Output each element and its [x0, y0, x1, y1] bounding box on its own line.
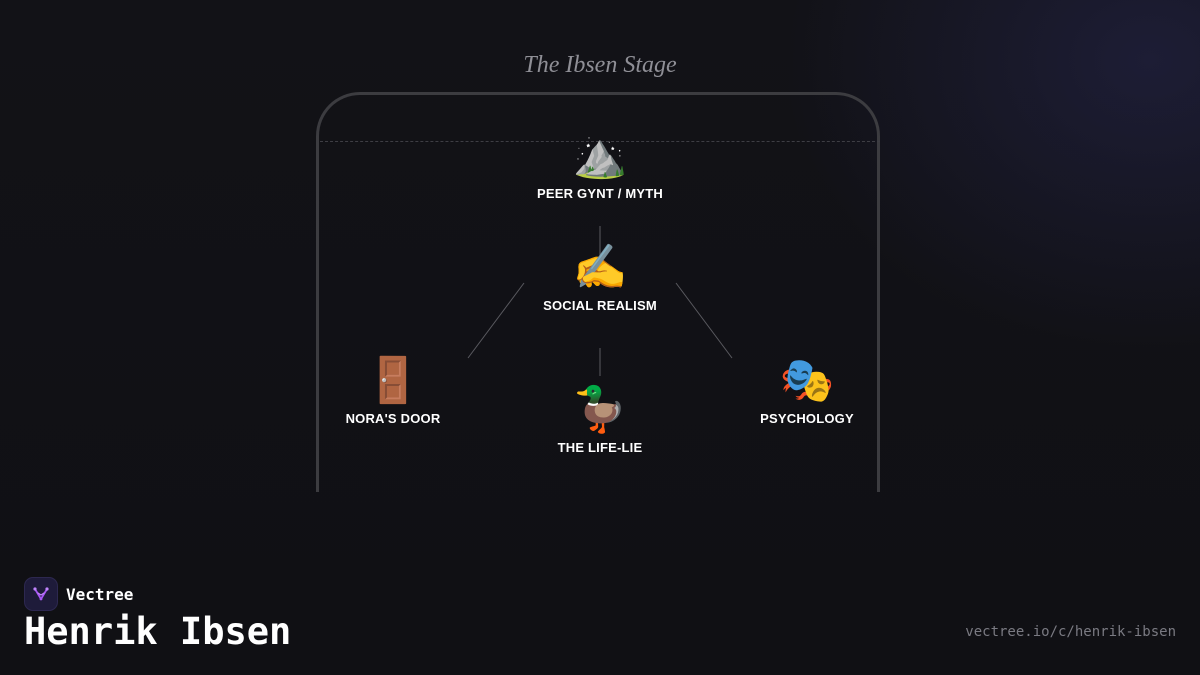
brand-name: Vectree	[66, 584, 134, 604]
node-label: PEER GYNT / MYTH	[537, 186, 663, 201]
stage-curtain-line	[320, 141, 880, 142]
node-noras-door[interactable]: 🚪 NORA'S DOOR	[303, 353, 483, 426]
node-label: THE LIFE-LIE	[557, 440, 643, 455]
page-heading: Henrik Ibsen	[24, 610, 292, 653]
door-icon: 🚪	[365, 355, 421, 406]
writing-hand-icon: ✍️	[572, 242, 628, 293]
node-social-realism[interactable]: ✍️ SOCIAL REALISM	[510, 240, 690, 313]
stage-frame	[316, 92, 880, 492]
node-label: PSYCHOLOGY	[760, 411, 854, 426]
node-life-lie[interactable]: 🦆 THE LIFE-LIE	[510, 382, 690, 455]
page-url-link[interactable]: vectree.io/c/henrik-ibsen	[965, 624, 1176, 640]
node-peer-gynt[interactable]: ⛰️ PEER GYNT / MYTH	[510, 128, 690, 201]
stage-title: The Ibsen Stage	[523, 52, 677, 78]
node-label: SOCIAL REALISM	[543, 298, 657, 313]
node-label: NORA'S DOOR	[345, 411, 441, 426]
theater-masks-icon: 🎭	[779, 355, 835, 406]
brand[interactable]: Vectree	[24, 577, 133, 611]
node-psychology[interactable]: 🎭 PSYCHOLOGY	[717, 353, 897, 426]
vectree-logo-icon	[24, 577, 58, 611]
mountain-icon: ⛰️	[572, 130, 628, 181]
duck-icon: 🦆	[572, 384, 628, 435]
